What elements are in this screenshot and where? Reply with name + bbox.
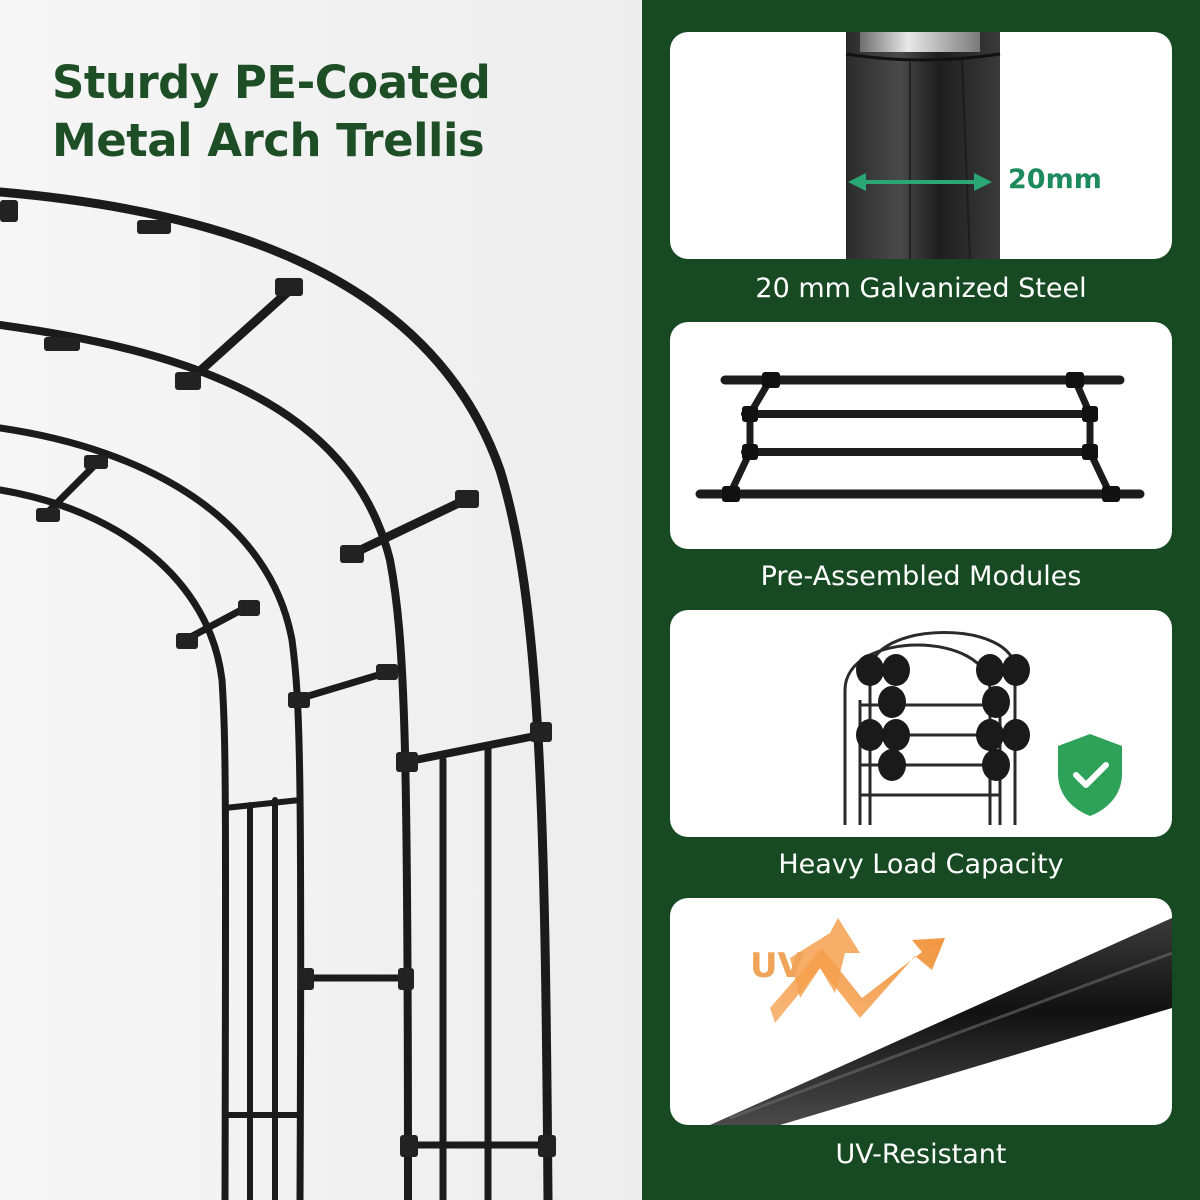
feature-card-uv: UV (670, 898, 1172, 1125)
caption-uv: UV-Resistant (835, 1139, 1007, 1170)
shield-check-icon (1058, 734, 1122, 816)
features-panel: 20mm 20 mm Galvanized Steel (642, 0, 1200, 1200)
product-photo-area: Sturdy PE-Coated Metal Arch Trellis (0, 0, 642, 1200)
feature-card-modules (670, 322, 1172, 549)
headline: Sturdy PE-Coated Metal Arch Trellis (52, 56, 491, 167)
module-panel-icon (695, 372, 1145, 502)
caption-load: Heavy Load Capacity (778, 849, 1064, 880)
uv-label: UV (750, 946, 804, 986)
feature-card-steel: 20mm (670, 32, 1172, 259)
steel-tube-icon (845, 32, 1001, 259)
feature-card-load (670, 610, 1172, 837)
arch-trellis-image (0, 187, 556, 1200)
dimension-label: 20mm (1008, 164, 1102, 195)
uv-arrows-icon (710, 918, 1172, 1125)
weighted-arch-icon (843, 631, 1030, 825)
caption-steel: 20 mm Galvanized Steel (755, 273, 1087, 304)
caption-modules: Pre-Assembled Modules (760, 561, 1082, 592)
